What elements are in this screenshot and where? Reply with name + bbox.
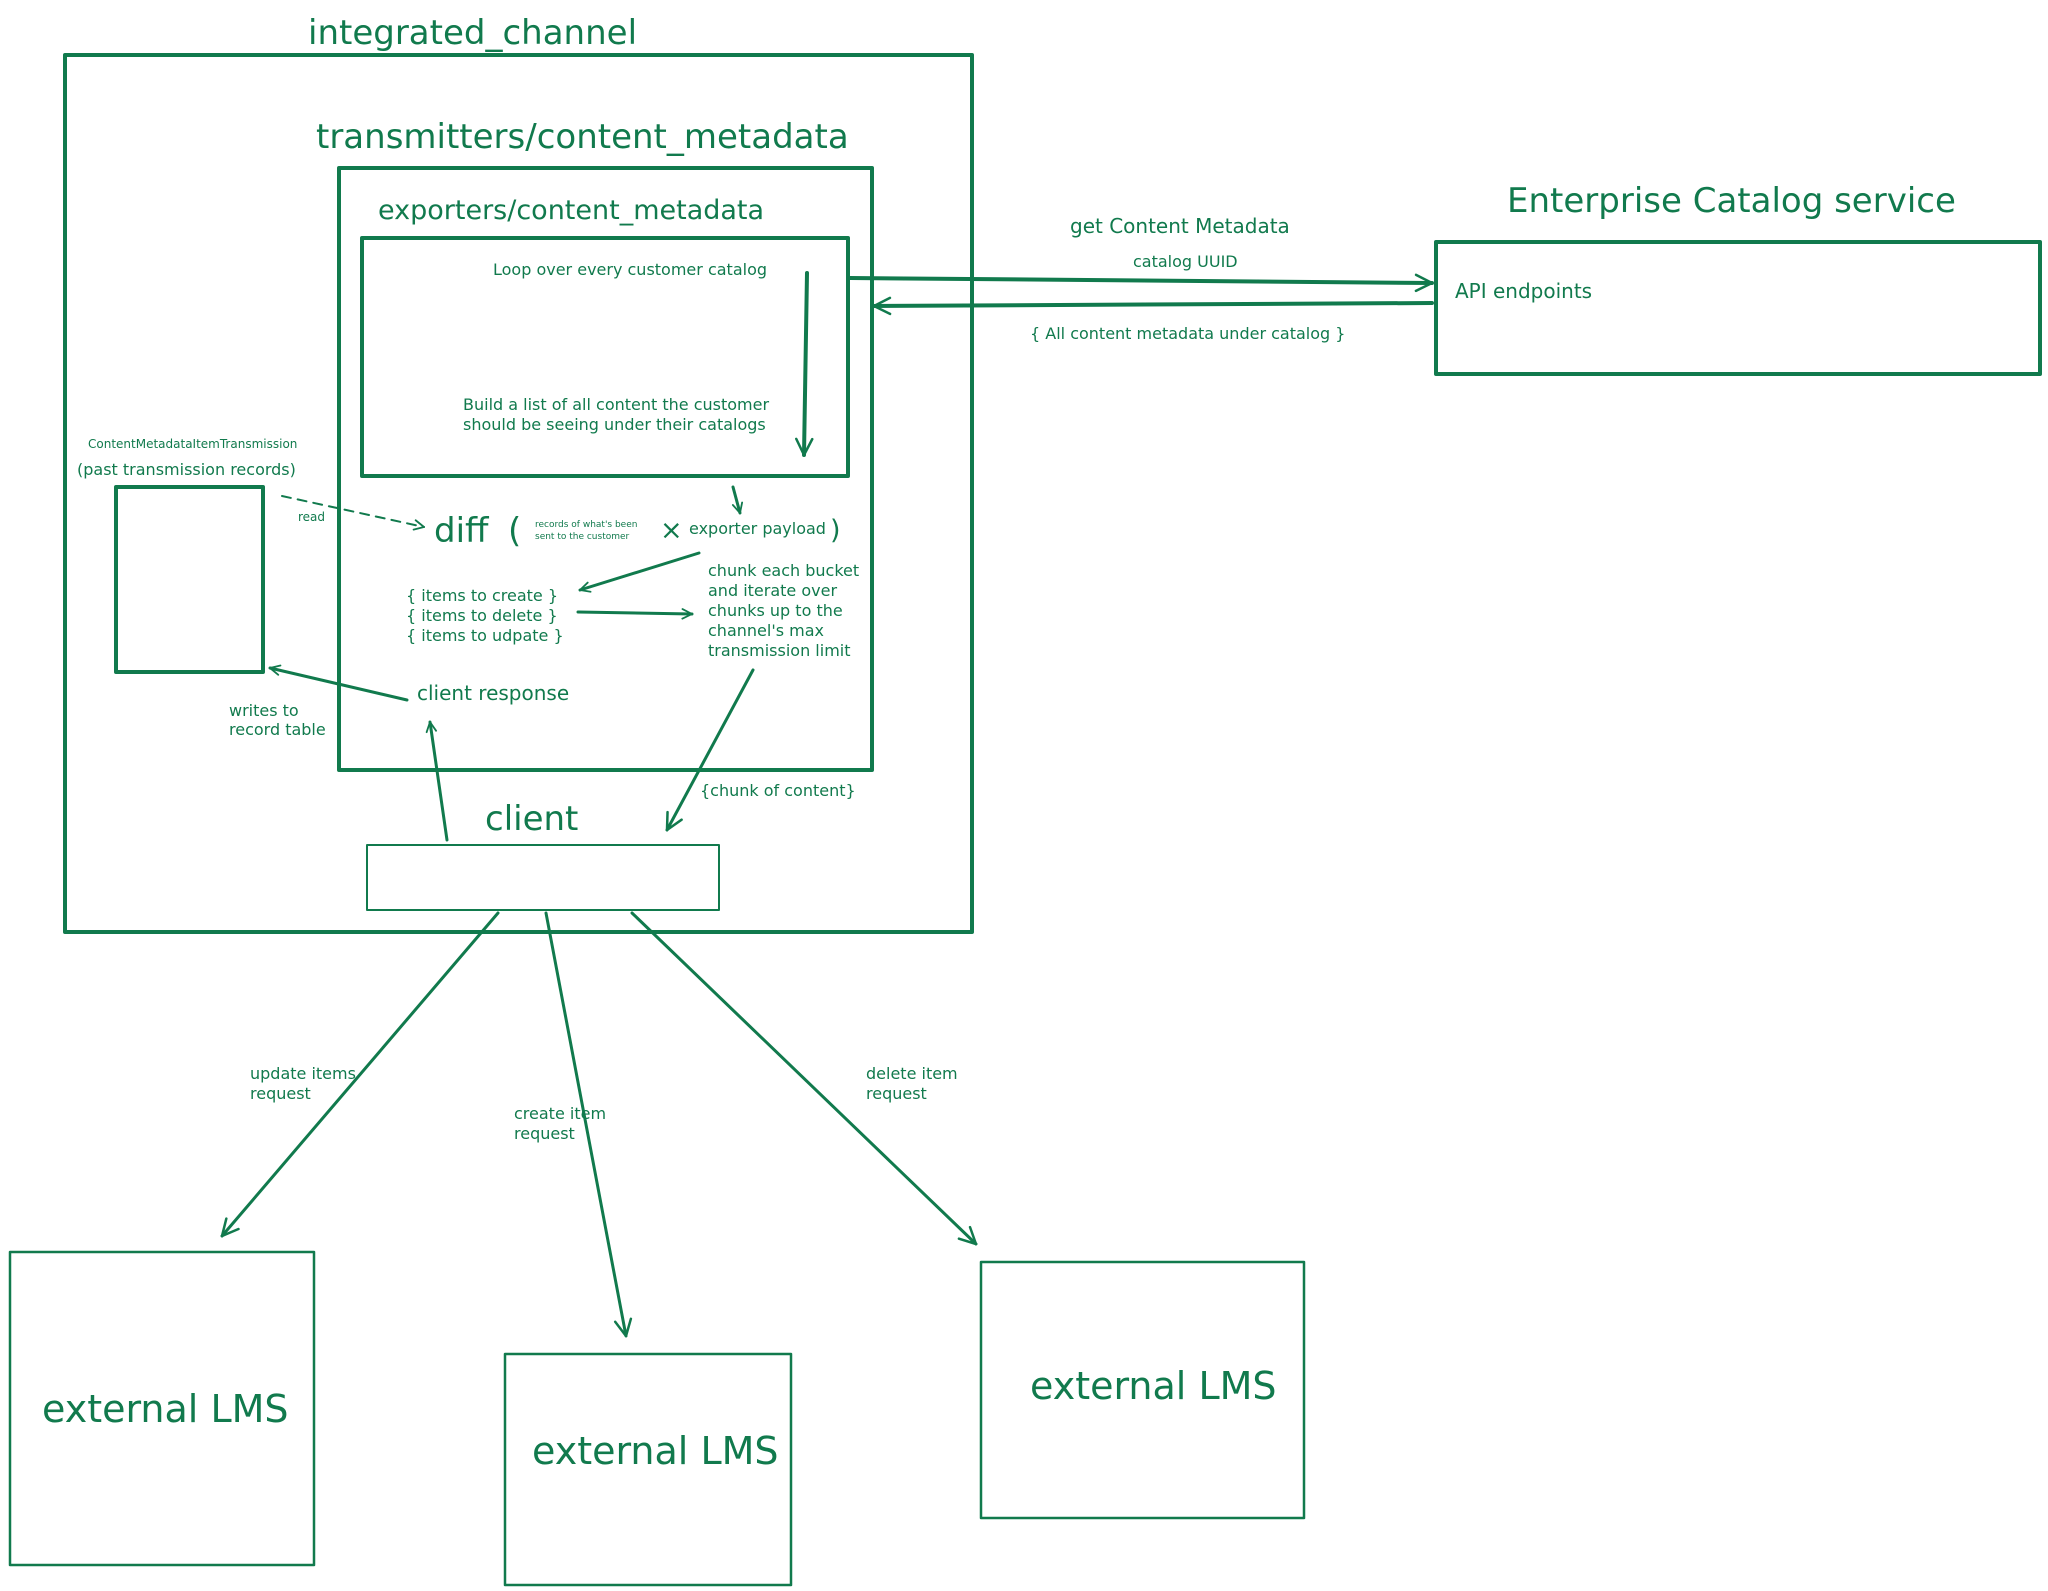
client-title: client <box>485 799 578 839</box>
loop-label: Loop over every customer catalog <box>493 260 767 279</box>
transmission-records-box <box>114 485 265 674</box>
create-request-arrow <box>544 911 633 1338</box>
response-to-records-arrow <box>268 664 409 702</box>
external-lms-box-1 <box>8 1250 316 1567</box>
read-dashed-arrow <box>281 495 425 531</box>
records-note-line-1: records of what's been <box>535 520 637 530</box>
exporter-payload: exporter payload <box>689 519 826 538</box>
update-request-arrow <box>220 911 500 1238</box>
client-response-label: client response <box>417 681 569 705</box>
all-content-label: { All content metadata under catalog } <box>1030 324 1345 343</box>
api-endpoints-box <box>1434 240 2042 376</box>
diff-open-paren: ( <box>508 511 521 551</box>
payload-arrow <box>731 485 744 515</box>
diff-keyword: diff <box>434 511 490 551</box>
client-box <box>366 844 720 911</box>
diff-to-buckets-arrow <box>578 551 701 593</box>
chunk-to-client-arrow <box>665 668 755 832</box>
writes-label-line-2: record table <box>229 720 326 739</box>
enterprise-catalog-title: Enterprise Catalog service <box>1507 181 1956 221</box>
transmission-caption: (past transmission records) <box>77 460 296 479</box>
transmission-model-name: ContentMetadataItemTransmission <box>88 437 297 451</box>
external-lms-label-1: external LMS <box>42 1387 289 1431</box>
delete-label-line-2: request <box>866 1084 927 1103</box>
bucket-create: { items to create } <box>406 586 558 605</box>
chunk-note-line-4: channel's max <box>708 621 824 640</box>
writes-label-line-1: writes to <box>229 701 299 720</box>
client-to-response-arrow <box>425 720 449 842</box>
integrated-channel-box <box>63 53 974 934</box>
bucket-delete: { items to delete } <box>406 606 558 625</box>
chunk-note-line-5: transmission limit <box>708 641 851 660</box>
chunk-of-content-label: {chunk of content} <box>700 781 856 800</box>
transmitters-title: transmitters/content_metadata <box>316 117 849 157</box>
external-lms-box-2 <box>503 1352 793 1587</box>
loop-down-arrow <box>795 271 814 457</box>
loop-box <box>360 236 850 478</box>
buckets-to-chunk-arrow <box>576 608 694 620</box>
delete-request-arrow <box>630 911 978 1246</box>
delete-label-line-1: delete item <box>866 1064 958 1083</box>
chunk-note-line-2: and iterate over <box>708 581 837 600</box>
records-note-line-2: sent to the customer <box>535 532 630 542</box>
request-catalog-arrow <box>848 273 1434 293</box>
bucket-update: { items to udpate } <box>406 626 564 645</box>
external-lms-label-3: external LMS <box>1030 1364 1277 1408</box>
get-metadata-label: get Content Metadata <box>1070 214 1290 238</box>
read-label: read <box>298 510 325 524</box>
create-label-line-1: create item <box>514 1104 606 1123</box>
chunk-note-line-1: chunk each bucket <box>708 561 859 580</box>
transmitters-box <box>337 166 874 772</box>
exporters-title: exporters/content_metadata <box>378 195 764 226</box>
integrated-channel-title: integrated_channel <box>308 13 637 53</box>
chunk-note-line-3: chunks up to the <box>708 601 843 620</box>
diff-close-paren: ) <box>830 515 841 546</box>
build-list-line-1: Build a list of all content the customer <box>463 395 769 414</box>
external-lms-label-2: external LMS <box>532 1429 779 1473</box>
update-label-line-2: request <box>250 1084 311 1103</box>
diff-cross: × <box>660 515 683 546</box>
update-label-line-1: update items <box>250 1064 356 1083</box>
return-metadata-arrow <box>872 296 1434 316</box>
create-label-line-2: request <box>514 1124 575 1143</box>
external-lms-box-3 <box>979 1260 1306 1520</box>
catalog-uuid-label: catalog UUID <box>1133 252 1238 271</box>
build-list-line-2: should be seeing under their catalogs <box>463 415 766 434</box>
api-endpoints-label: API endpoints <box>1455 279 1592 303</box>
